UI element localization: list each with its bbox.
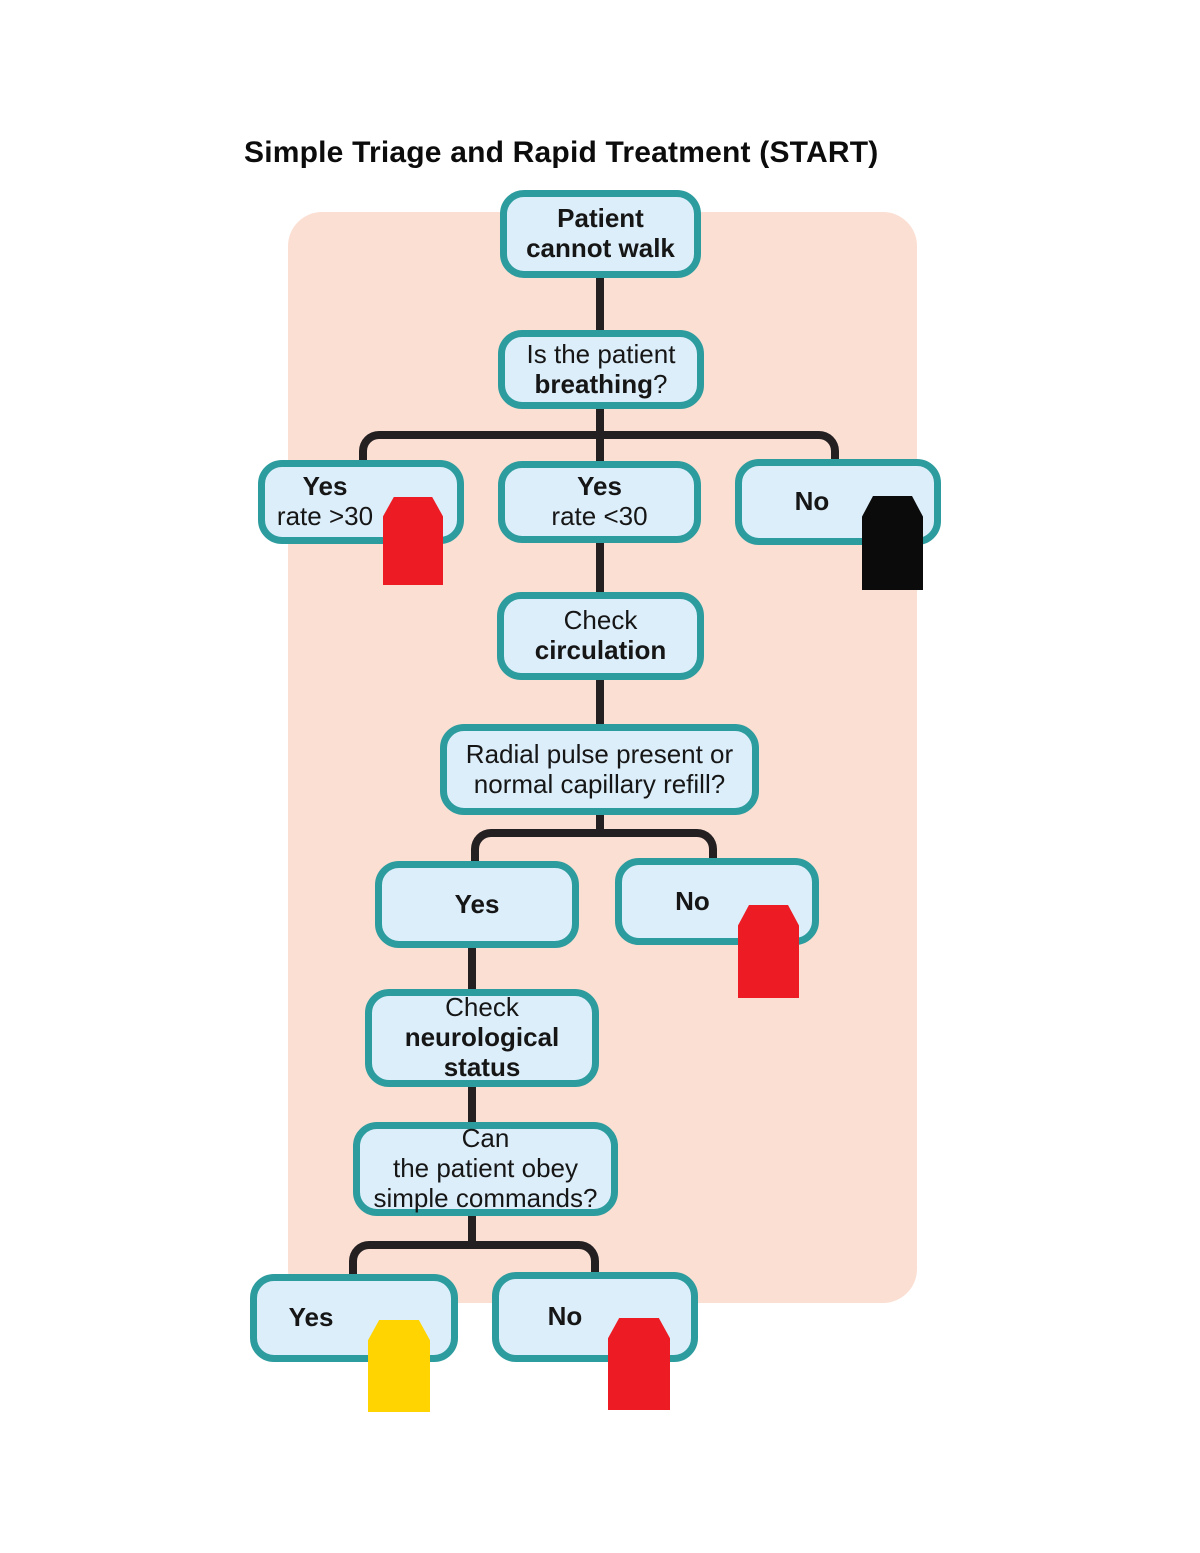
node-text: Patient: [557, 203, 644, 234]
connector-to-commands: [468, 1082, 476, 1127]
node-circulation-yes: Yes: [375, 861, 579, 948]
node-breathing-question: Is the patient breathing?: [498, 330, 704, 409]
node-commands-yes: Yes: [250, 1274, 458, 1362]
connector-commands-stub: [468, 1211, 476, 1247]
node-text: simple commands?: [373, 1182, 598, 1213]
yellow-tag-obeys-commands: [368, 1320, 430, 1412]
node-text-bold: Yes: [577, 471, 622, 502]
node-text-bold: No: [547, 1301, 583, 1332]
node-text: Check: [563, 605, 638, 636]
black-tag-not-breathing: [862, 496, 923, 590]
node-text-bold: status: [443, 1051, 521, 1082]
node-text-bold: Yes: [288, 1302, 334, 1333]
node-text: the patient obey: [392, 1153, 579, 1184]
red-tag-no-commands: [608, 1318, 670, 1410]
node-text: Check: [445, 992, 519, 1023]
node-text: Radial pulse present or: [465, 738, 734, 769]
node-text: Is the patient: [526, 338, 676, 369]
connector-to-neurological: [468, 942, 476, 994]
connector-to-circulation: [596, 540, 604, 596]
node-text-bold: No: [794, 486, 830, 517]
node-text-bold: circulation: [534, 635, 667, 665]
node-check-circulation: Check circulation: [497, 592, 704, 680]
node-text-bold: Yes: [302, 471, 348, 502]
connector-commands-branch: [349, 1241, 599, 1276]
node-radial-pulse-question: Radial pulse present or normal capillary…: [440, 724, 759, 815]
connector-to-radial-pulse: [596, 675, 604, 729]
connector-breathing-branch: [359, 431, 839, 463]
node-text: breathing?: [527, 368, 676, 400]
node-text-bold: Yes: [454, 888, 500, 919]
node-text: normal capillary refill?: [473, 768, 726, 799]
connector-radial-stub: [596, 804, 604, 837]
connector-circulation-branch: [471, 829, 717, 863]
red-tag-rate-gt30: [383, 497, 443, 585]
node-text: cannot walk: [526, 233, 675, 263]
node-obey-commands-question: Can the patient obey simple commands?: [353, 1122, 618, 1216]
red-tag-no-circulation: [738, 905, 799, 998]
diagram-title: Simple Triage and Rapid Treatment (START…: [244, 136, 879, 169]
node-breathing-yes-rate-lt30: Yes rate <30: [498, 461, 701, 543]
node-text-bold: breathing: [534, 368, 653, 399]
node-text-bold: No: [675, 885, 710, 916]
node-patient-cannot-walk: Patient cannot walk: [500, 190, 701, 278]
connector-walk-to-breathing: [596, 272, 604, 334]
node-text: rate >30: [276, 501, 374, 531]
node-text: Can: [461, 1123, 510, 1154]
node-text-bold: neurological: [404, 1022, 560, 1053]
node-text: ?: [652, 368, 668, 399]
node-text: rate <30: [551, 501, 648, 531]
node-check-neurological-status: Check neurological status: [365, 989, 599, 1087]
